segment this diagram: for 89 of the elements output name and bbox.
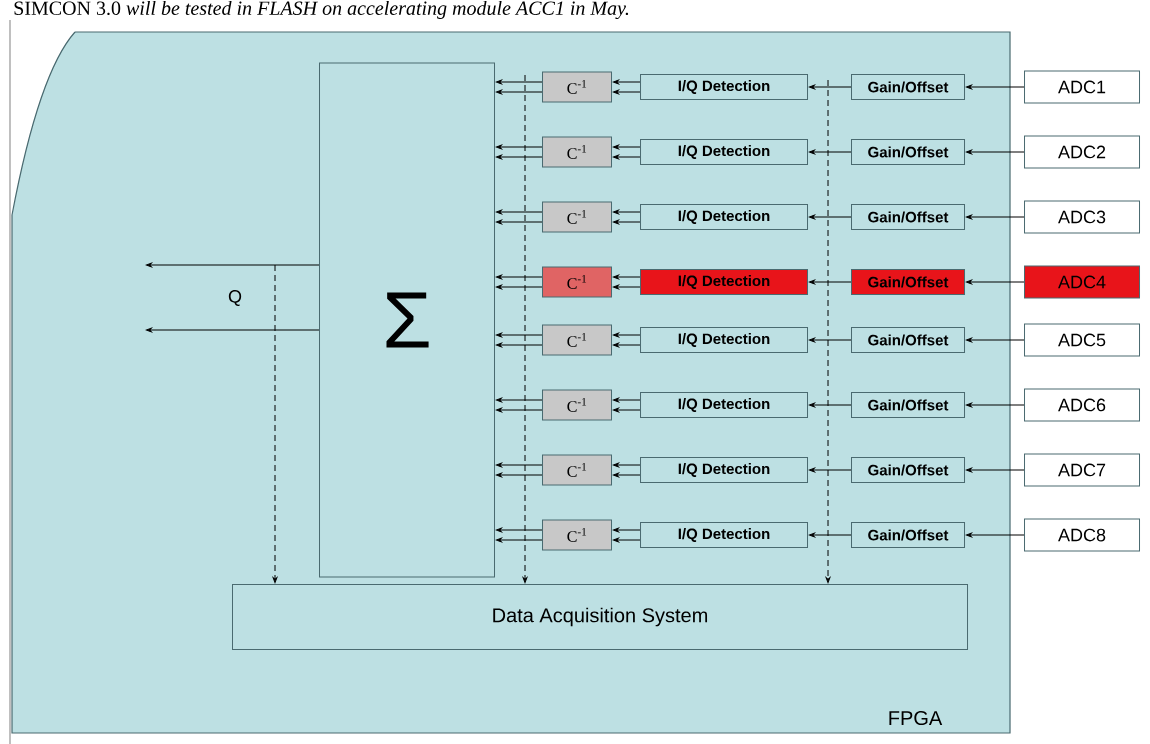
- inverse-matrix-box: C$^{-1}$: [542, 519, 612, 551]
- inverse-matrix-box: C$^{-1}$: [542, 136, 612, 168]
- arrow: [612, 332, 641, 338]
- arrow: [612, 537, 641, 543]
- gain-offset-box: Gain/Offset: [851, 327, 965, 353]
- acquisition-box: Data Acquisition System: [232, 584, 968, 650]
- adc-box: ADC6: [1024, 388, 1140, 422]
- arrow: [495, 397, 543, 403]
- arrow: [612, 397, 641, 403]
- arrow: [495, 332, 543, 338]
- arrow: [808, 279, 852, 285]
- adc-box: ADC3: [1024, 200, 1140, 234]
- arrow: [612, 274, 641, 280]
- arrow: [612, 527, 641, 533]
- detection-box: I/Q Detection: [640, 392, 808, 418]
- arrow: [495, 79, 543, 85]
- arrow: [612, 472, 641, 478]
- note-text: SIMCON 3.0 will be tested in FLASH on accelerating module ACC1 in May.: [14, 0, 629, 20]
- gain-offset-box: Gain/Offset: [851, 74, 965, 100]
- arrow: [145, 262, 320, 268]
- inverse-matrix-box: C$^{-1}$: [542, 266, 612, 298]
- detection-box: I/Q Detection: [640, 204, 808, 230]
- signal-label: Q: [227, 289, 243, 307]
- arrow: [612, 79, 641, 85]
- dashed-arrow: [825, 79, 831, 584]
- gain-offset-box: Gain/Offset: [851, 269, 965, 295]
- arrow: [495, 407, 543, 413]
- arrow: [495, 154, 543, 160]
- arrow: [495, 209, 543, 215]
- dashed-arrow: [272, 264, 278, 584]
- adc-box: ADC1: [1024, 70, 1140, 104]
- detection-box: I/Q Detection: [640, 269, 808, 295]
- adc-box: ADC7: [1024, 453, 1140, 487]
- arrow: [495, 462, 543, 468]
- arrow: [965, 532, 1025, 538]
- detection-box: I/Q Detection: [640, 74, 808, 100]
- detection-box: I/Q Detection: [640, 457, 808, 483]
- arrow: [965, 84, 1025, 90]
- arrow: [612, 219, 641, 225]
- inverse-matrix-box: C$^{-1}$: [542, 454, 612, 486]
- arrow: [612, 407, 641, 413]
- arrow: [612, 342, 641, 348]
- arrow: [612, 209, 641, 215]
- arrow: [495, 537, 543, 543]
- inverse-matrix-box: C$^{-1}$: [542, 201, 612, 233]
- inverse-matrix-box: C$^{-1}$: [542, 71, 612, 103]
- arrow: [612, 154, 641, 160]
- gain-offset-box: Gain/Offset: [851, 457, 965, 483]
- inverse-matrix-box: C$^{-1}$: [542, 389, 612, 421]
- detection-box: I/Q Detection: [640, 139, 808, 165]
- arrow: [495, 219, 543, 225]
- arrow: [612, 89, 641, 95]
- gain-offset-box: Gain/Offset: [851, 139, 965, 165]
- arrow: [965, 279, 1025, 285]
- arrow: [808, 214, 852, 220]
- gain-offset-box: Gain/Offset: [851, 522, 965, 548]
- gain-offset-box: Gain/Offset: [851, 392, 965, 418]
- arrow: [145, 327, 320, 333]
- arrow: [965, 402, 1025, 408]
- arrow: [965, 149, 1025, 155]
- inverse-matrix-box: C$^{-1}$: [542, 324, 612, 356]
- arrow: [495, 527, 543, 533]
- arrow: [495, 144, 543, 150]
- arrow: [612, 284, 641, 290]
- adc-box: ADC8: [1024, 518, 1140, 552]
- adc-box: ADC4: [1024, 265, 1140, 299]
- arrow: [495, 274, 543, 280]
- summation-box: Σ: [319, 62, 495, 578]
- arrow: [612, 462, 641, 468]
- arrow: [808, 84, 852, 90]
- arrow: [808, 532, 852, 538]
- arrow: [808, 402, 852, 408]
- arrow: [965, 214, 1025, 220]
- detection-box: I/Q Detection: [640, 327, 808, 353]
- arrow: [965, 467, 1025, 473]
- dashed-arrow: [522, 74, 528, 584]
- arrow: [808, 337, 852, 343]
- arrow: [495, 342, 543, 348]
- adc-box: ADC2: [1024, 135, 1140, 169]
- arrow: [495, 89, 543, 95]
- gain-offset-box: Gain/Offset: [851, 204, 965, 230]
- arrow: [808, 149, 852, 155]
- arrow: [612, 144, 641, 150]
- adc-box: ADC5: [1024, 323, 1140, 357]
- arrow: [495, 284, 543, 290]
- detection-box: I/Q Detection: [640, 522, 808, 548]
- arrow: [808, 467, 852, 473]
- arrow: [965, 337, 1025, 343]
- arrow: [495, 472, 543, 478]
